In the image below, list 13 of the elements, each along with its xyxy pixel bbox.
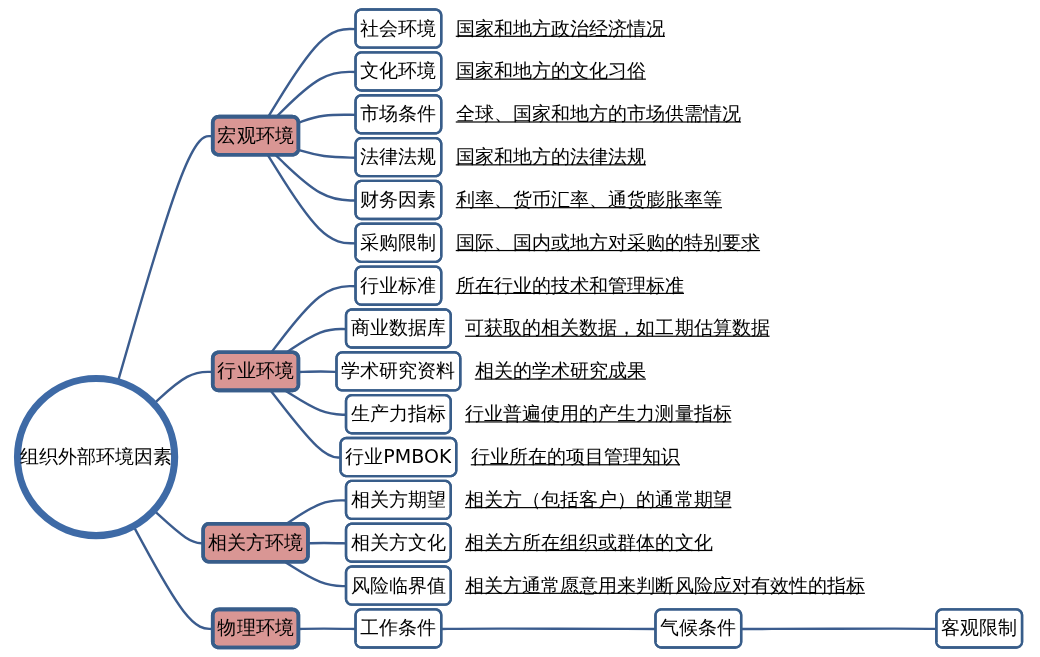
- node-label: 利率、货币汇率、通货膨胀率等: [455, 188, 723, 211]
- node-label: 国家和地方的法律法规: [455, 145, 647, 168]
- node-label: 行业普遍使用的产生力测量指标: [465, 402, 732, 425]
- connector: [285, 561, 347, 588]
- node-label: 国家和地方的文化习俗: [455, 59, 647, 83]
- node-label: 可获取的相关数据，如工期估算数据: [465, 316, 770, 340]
- connector: [285, 390, 347, 416]
- node-label: 国家和地方政治经济情况: [455, 16, 666, 40]
- node-label: 行业所在的项目管理知识: [470, 445, 681, 468]
- node-label: 相关的学术研究成果: [474, 359, 647, 383]
- node-label: 相关方通常愿意用来判断风险应对有效性的指标: [465, 573, 866, 597]
- node-label: 全球、国家和地方的市场供需情况: [455, 102, 742, 125]
- node-label: 相关方（包括客户）的通常期望: [465, 487, 732, 511]
